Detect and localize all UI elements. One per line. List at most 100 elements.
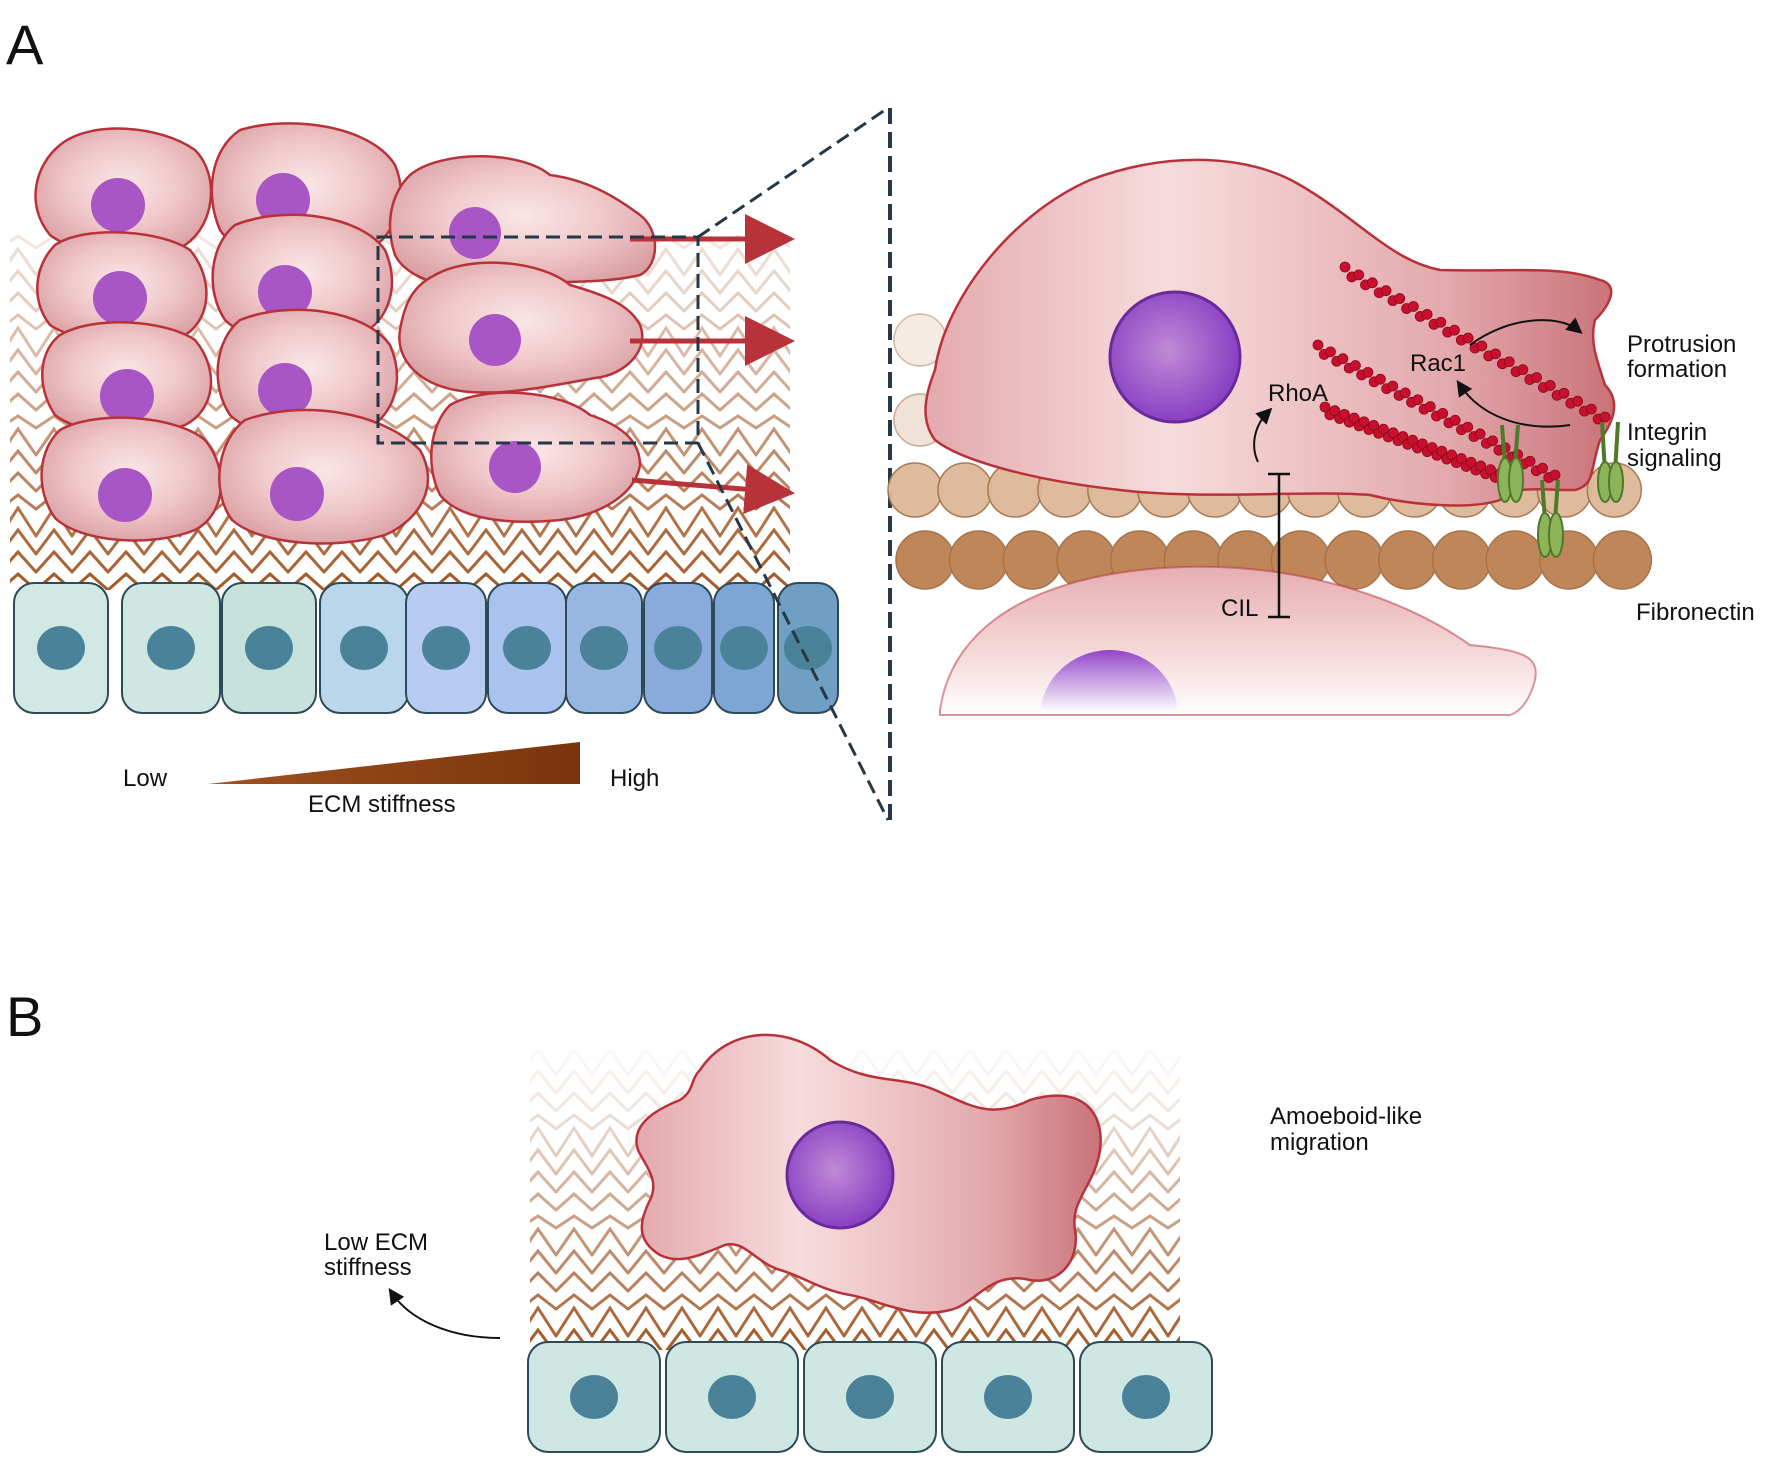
nucleus-icon xyxy=(270,467,324,521)
nucleus-icon xyxy=(258,265,312,319)
cell-stack xyxy=(34,122,657,545)
nucleus-icon xyxy=(91,178,145,232)
nucleus-icon xyxy=(503,626,551,670)
epithelial-cell xyxy=(487,582,567,714)
fibronectin-bead-icon xyxy=(1592,530,1653,590)
migration-arrows xyxy=(630,214,795,515)
integrin-receptor-icon xyxy=(1537,479,1564,558)
fibronectin-bead-icon xyxy=(1324,530,1384,590)
epithelial-cell xyxy=(565,582,643,714)
nucleus-icon xyxy=(846,1375,894,1419)
migrating-cell xyxy=(924,158,1616,507)
gradient-low-label: Low xyxy=(123,765,168,792)
low-stiffness-arrow-icon xyxy=(388,1288,501,1339)
epithelial-cell xyxy=(405,582,487,714)
fibronectin-bead-icon xyxy=(1002,530,1063,590)
low-stiffness-label-line2: stiffness xyxy=(324,1254,412,1281)
cell xyxy=(218,408,430,545)
nucleus-icon xyxy=(258,363,312,417)
epithelial-layer-b xyxy=(527,1341,1213,1453)
nucleus-icon xyxy=(245,626,293,670)
cell xyxy=(40,416,223,542)
actin-filaments xyxy=(1312,261,1611,487)
fibronectin-bead-icon xyxy=(1431,530,1492,590)
nucleus-icon xyxy=(784,626,832,670)
epithelial-cell xyxy=(319,582,409,714)
nucleus-icon xyxy=(720,626,768,670)
stiffness-gradient-wedge xyxy=(208,742,580,784)
cell xyxy=(41,321,213,435)
cell xyxy=(36,231,208,345)
nucleus-icon xyxy=(984,1375,1032,1419)
epithelial-cell xyxy=(643,582,713,714)
fibronectin-bead-icon xyxy=(887,462,943,518)
cell xyxy=(398,261,644,394)
amoeboid-label-line1: Amoeboid-like xyxy=(1270,1103,1422,1130)
epithelial-cell xyxy=(13,582,109,714)
nucleus-icon xyxy=(785,1120,895,1230)
integrin-label-line1: Integrin xyxy=(1627,419,1707,446)
panel-b-letter: B xyxy=(6,985,43,1048)
rhoa-arrow-icon xyxy=(1253,407,1273,463)
nucleus-icon xyxy=(708,1375,756,1419)
nucleus-icon xyxy=(98,468,152,522)
nucleus-icon xyxy=(449,207,501,259)
fibronectin-bead-icon xyxy=(1378,530,1438,590)
gradient-caption: ECM stiffness xyxy=(308,791,456,818)
nucleus-icon xyxy=(469,314,521,366)
epithelial-cell xyxy=(713,582,775,714)
protrusion-label-line2: formation xyxy=(1627,356,1727,383)
cell xyxy=(388,155,657,290)
epithelial-cell xyxy=(941,1341,1075,1453)
nucleus-icon xyxy=(654,626,702,670)
nucleus-icon xyxy=(570,1375,618,1419)
nucleus-icon xyxy=(340,626,388,670)
epithelial-cell xyxy=(777,582,839,714)
epithelial-layer-a xyxy=(13,582,839,714)
integrin-label-line2: signaling xyxy=(1627,445,1722,472)
nucleus-icon xyxy=(100,369,154,423)
fibronectin-bead-icon xyxy=(1485,530,1545,590)
nucleus-icon xyxy=(256,173,310,227)
rac1-label: Rac1 xyxy=(1410,350,1466,377)
epithelial-cell xyxy=(121,582,221,714)
nucleus-icon xyxy=(147,626,195,670)
nucleus-icon xyxy=(37,626,85,670)
zoom-inset: RhoA Rac1 CIL Protrusion formation Integ… xyxy=(887,106,1755,824)
fibronectin-bead-icon xyxy=(937,462,993,518)
epithelial-cell xyxy=(665,1341,799,1453)
rhoa-label: RhoA xyxy=(1268,380,1328,407)
epithelial-cell xyxy=(803,1341,937,1453)
migration-arrow-icon xyxy=(631,464,795,515)
cell xyxy=(34,127,213,257)
fibronectin-label: Fibronectin xyxy=(1636,599,1755,626)
nucleus-icon xyxy=(1040,650,1178,712)
zoom-connector-top xyxy=(697,106,889,239)
rac1-protrusion-arrow-icon xyxy=(1469,317,1583,346)
nucleus-icon xyxy=(93,271,147,325)
nucleus-icon xyxy=(580,626,628,670)
cell xyxy=(216,308,399,440)
integrin-receptor-icon xyxy=(1497,424,1524,503)
epithelial-cell xyxy=(221,582,317,714)
nucleus-icon xyxy=(422,626,470,670)
fibronectin-bead-icon xyxy=(948,530,1009,590)
cil-label: CIL xyxy=(1221,595,1258,622)
low-stiffness-label-line1: Low ECM xyxy=(324,1229,428,1256)
cell xyxy=(430,391,642,523)
zoom-selection-box xyxy=(376,235,700,445)
cil-bracket xyxy=(1268,472,1290,619)
protrusion-label-line1: Protrusion xyxy=(1627,331,1736,358)
cell xyxy=(211,213,394,345)
integrin-receptors xyxy=(1497,421,1624,558)
panel-a-letter: A xyxy=(6,13,44,76)
epithelial-cell xyxy=(1079,1341,1213,1453)
nucleus-icon xyxy=(1122,1375,1170,1419)
zoom-connector-bottom xyxy=(696,442,890,821)
gradient-high-label: High xyxy=(610,765,659,792)
nucleus-icon xyxy=(1108,290,1242,424)
amoeboid-label-line2: migration xyxy=(1270,1129,1369,1156)
integrin-rac1-arrow-icon xyxy=(1456,380,1571,428)
integrin-receptor-icon xyxy=(1597,421,1624,503)
